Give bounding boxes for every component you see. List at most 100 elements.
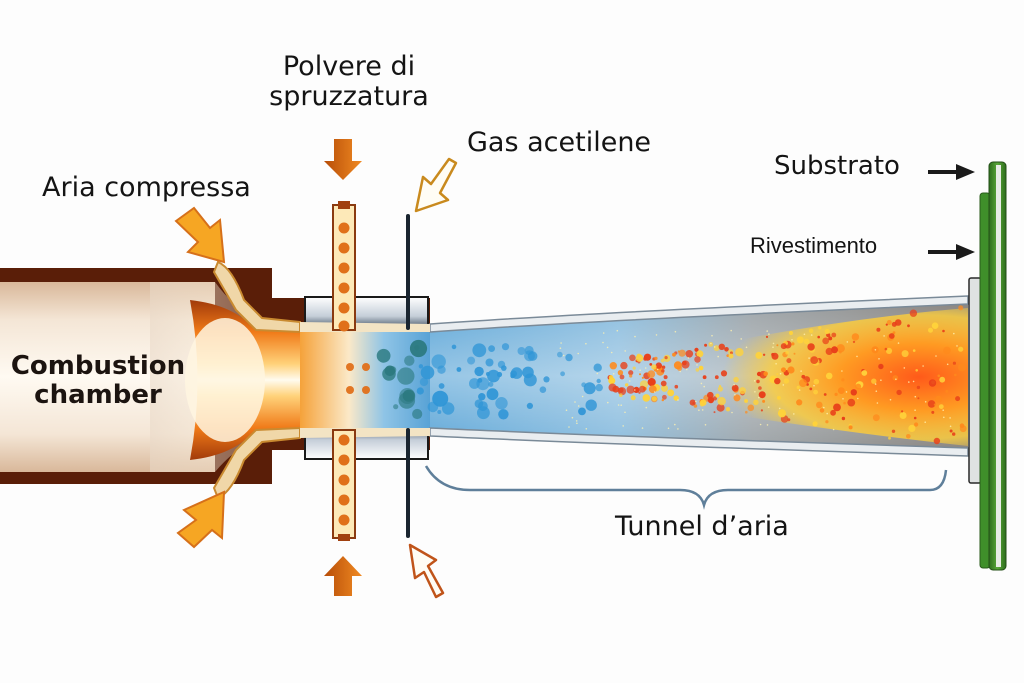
spark-particle	[606, 346, 609, 349]
hot-particle	[927, 400, 936, 408]
hot-particle	[717, 397, 726, 406]
substrate-assembly	[968, 161, 1007, 571]
hot-particle	[823, 393, 827, 396]
hot-particle	[716, 403, 725, 412]
hot-particle	[728, 353, 734, 359]
hot-particle	[838, 350, 842, 354]
spark-particle	[733, 383, 735, 386]
cool-particle	[488, 381, 494, 387]
hot-particle	[651, 396, 658, 402]
combustion-chamber-label: Combustion chamber	[8, 352, 188, 409]
hot-particle	[654, 356, 658, 361]
spark-particle	[653, 391, 656, 393]
spark-particle	[793, 413, 795, 415]
tunnel-bottom-wall	[429, 427, 969, 457]
hot-particle	[662, 394, 667, 400]
cool-particle	[485, 358, 494, 367]
powder-particle	[346, 363, 354, 371]
hot-particle	[707, 396, 715, 404]
hot-particle	[733, 376, 739, 383]
spark-particle	[832, 428, 835, 431]
hot-particle	[850, 389, 857, 396]
spark-particle	[679, 370, 681, 373]
air-duct-top	[212, 260, 301, 334]
spark-particle	[903, 367, 906, 369]
spark-particle	[645, 406, 648, 409]
spark-particle	[585, 342, 587, 345]
spark-particle	[803, 333, 806, 336]
spark-particle	[655, 334, 658, 336]
hot-particle	[628, 370, 634, 376]
hot-particle	[636, 353, 641, 358]
hot-particle	[830, 409, 836, 416]
spark-particle	[914, 409, 916, 412]
hot-particle	[744, 399, 748, 403]
hot-particle	[813, 389, 818, 395]
spark-particle	[602, 332, 605, 334]
powder-tube-dot	[338, 222, 350, 234]
hot-particle	[733, 394, 741, 402]
hot-particle	[885, 347, 893, 354]
hot-particle	[625, 383, 629, 387]
cool-particle	[510, 373, 516, 379]
hot-particle	[777, 409, 787, 418]
hot-particle	[959, 423, 965, 429]
hot-particle	[776, 344, 779, 347]
hot-particle	[931, 322, 939, 330]
spark-particle	[596, 372, 599, 375]
hot-particle	[928, 327, 933, 333]
hot-particle	[771, 352, 775, 357]
spark-particle	[772, 342, 775, 345]
hot-particle	[694, 356, 701, 363]
gas-arrow-bottom-icon	[408, 543, 445, 599]
cool-particle	[412, 408, 423, 420]
spark-particle	[745, 346, 748, 349]
hot-particle	[912, 349, 916, 352]
cool-particle	[501, 343, 510, 351]
hot-particle	[647, 370, 656, 378]
cool-particle	[467, 356, 476, 365]
substrate-highlight	[996, 165, 1001, 567]
spark-particle	[616, 329, 619, 332]
spark-particle	[677, 399, 679, 401]
spark-particle	[823, 406, 825, 409]
hot-particle	[933, 437, 941, 445]
spark-particle	[674, 423, 676, 426]
spark-particle	[634, 335, 636, 338]
cool-particle	[522, 366, 534, 379]
spark-particle	[875, 390, 878, 393]
spark-particle	[956, 345, 958, 347]
hot-particle	[892, 331, 896, 334]
spark-particle	[767, 406, 770, 409]
hot-particle	[762, 399, 766, 403]
spark-particle	[897, 342, 900, 344]
spark-particle	[667, 427, 670, 430]
hot-particle	[817, 335, 820, 339]
spark-particle	[713, 346, 716, 348]
spark-particle	[949, 425, 952, 428]
hot-particle	[884, 347, 888, 351]
hot-particle	[855, 383, 862, 390]
powder-particle	[346, 386, 354, 394]
cool-particle	[560, 371, 565, 377]
hot-particle	[609, 362, 617, 370]
hot-particle	[641, 376, 645, 379]
cool-particle	[419, 377, 429, 387]
hot-particle	[808, 328, 814, 334]
spark-particle	[577, 352, 579, 355]
hot-particle	[717, 386, 724, 392]
spark-particle	[753, 380, 756, 382]
hot-particle	[831, 346, 838, 354]
spark-particle	[953, 332, 955, 335]
hot-particle	[809, 387, 813, 391]
cool-particle	[524, 350, 535, 362]
tunnel-brace	[424, 465, 948, 510]
hot-particle	[914, 422, 919, 427]
hot-particle	[861, 370, 868, 376]
hot-particle	[928, 379, 937, 387]
cool-particle	[487, 369, 500, 383]
hot-particle	[619, 374, 625, 380]
spark-particle	[845, 391, 848, 393]
flame-glow	[185, 318, 265, 442]
spark-particle	[800, 370, 802, 372]
